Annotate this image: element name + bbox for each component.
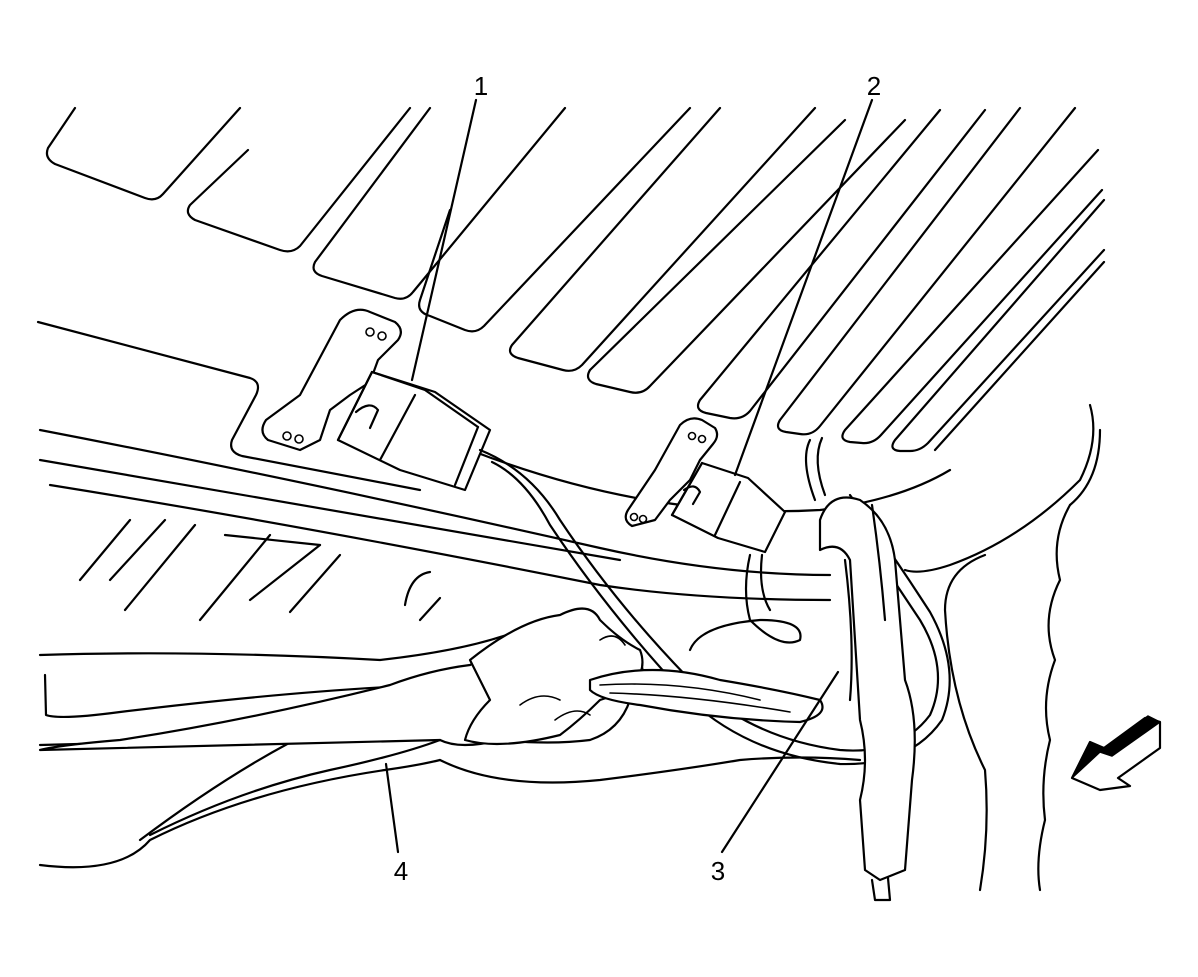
hand-with-rag — [38, 607, 824, 837]
leader-line-2 — [733, 98, 874, 477]
lower-trim — [38, 628, 862, 869]
lower-ribs — [78, 518, 442, 622]
callout-1: 1 — [474, 71, 488, 101]
body-contours — [36, 320, 1102, 892]
leader-line-3 — [720, 670, 840, 854]
leader-line-4 — [384, 762, 400, 854]
callout-4: 4 — [394, 856, 408, 886]
callout-2: 2 — [867, 71, 881, 101]
roof-panel-ribs — [45, 106, 1106, 453]
leader-line-1 — [410, 98, 478, 382]
callout-labels: 1 2 3 4 — [394, 71, 881, 886]
harness-wire — [478, 436, 951, 766]
wire-sleeve — [818, 496, 916, 902]
leader-lines — [384, 98, 874, 854]
connector-1 — [261, 308, 492, 492]
left-down-arrow-icon — [1070, 715, 1162, 792]
connector-2 — [624, 417, 787, 554]
callout-3: 3 — [711, 856, 725, 886]
